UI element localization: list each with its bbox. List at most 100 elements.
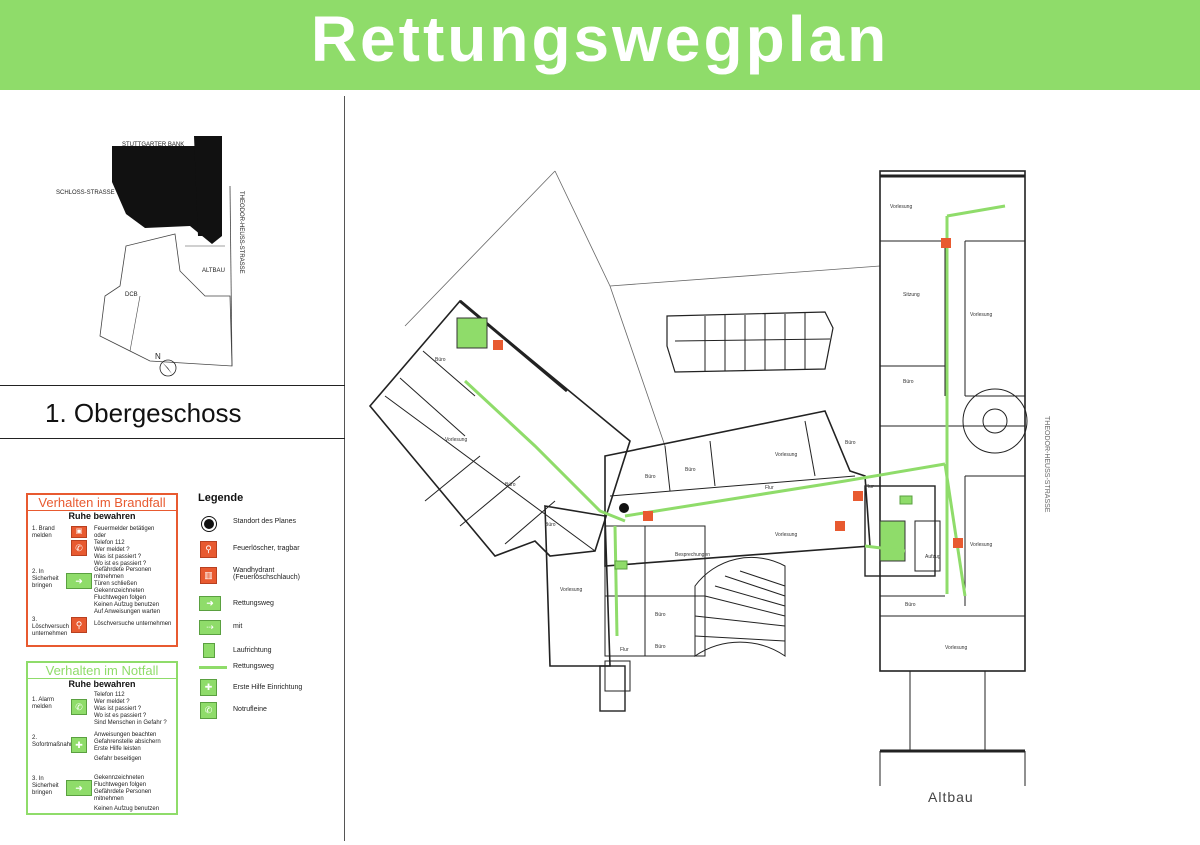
fire-extinguisher-icon bbox=[643, 511, 653, 521]
spiral-stair bbox=[694, 556, 786, 657]
emergency-panel-subtitle: Ruhe bewahren bbox=[68, 679, 136, 689]
legend-label-6: Laufrichtung bbox=[233, 647, 272, 654]
legend-label-7: Rettungsweg bbox=[233, 663, 274, 670]
site-map: STUTTGARTER BANK SCHLOSS-STRASSE THEODOR… bbox=[56, 136, 244, 377]
fire-panel-title: Verhalten im Brandfall bbox=[28, 495, 176, 511]
fire-extinguisher-icon bbox=[493, 340, 503, 350]
phone-icon: ✆ bbox=[71, 540, 87, 556]
svg-text:Aufzug: Aufzug bbox=[925, 554, 941, 560]
skylight bbox=[666, 311, 834, 373]
svg-text:Büro: Büro bbox=[655, 612, 666, 618]
floor-label: 1. Obergeschoss bbox=[45, 398, 242, 428]
fire-extinguisher-icon: ⚲ bbox=[200, 541, 217, 558]
exit-sign-icon: ➜ bbox=[66, 780, 92, 796]
you-are-here-icon bbox=[619, 503, 629, 513]
legend-label-8: Erste Hilfe Einrichtung bbox=[233, 684, 303, 691]
svg-text:Vorlesung: Vorlesung bbox=[775, 452, 797, 458]
escape-route-line-icon bbox=[199, 666, 227, 669]
legend-label-1: Standort des Planes bbox=[233, 518, 297, 525]
svg-text:Sitzung: Sitzung bbox=[903, 292, 920, 298]
exit-sign-icon bbox=[614, 560, 628, 570]
page-title: Rettungswegplan bbox=[310, 3, 890, 75]
column-divider bbox=[344, 96, 345, 841]
svg-text:Vorlesung: Vorlesung bbox=[970, 312, 992, 318]
emergency-step-3-label: 3. In Sicherheit bringen bbox=[32, 776, 59, 796]
svg-text:Büro: Büro bbox=[505, 482, 516, 488]
fire-step-2-label: 2. In Sicherheit bringen bbox=[32, 569, 59, 589]
emergency-step-1-label: 1. Alarm melden bbox=[32, 697, 55, 710]
svg-text:Vorlesung: Vorlesung bbox=[560, 587, 582, 593]
svg-text:Vorlesung: Vorlesung bbox=[445, 437, 467, 443]
fire-behavior-panel: Verhalten im Brandfall Ruhe bewahren 1. … bbox=[26, 493, 178, 647]
fire-extinguisher-icon bbox=[835, 521, 845, 531]
svg-text:Flur: Flur bbox=[620, 647, 629, 653]
label-dcb: DCB bbox=[125, 292, 138, 298]
svg-text:Büro: Büro bbox=[903, 379, 914, 385]
fire-step-3-label: 3. Löschversuch unternehmen bbox=[32, 617, 70, 637]
escape-route-sign-icon: ➜ bbox=[199, 596, 221, 611]
fire-panel-subtitle: Ruhe bewahren bbox=[68, 511, 136, 521]
emergency-behavior-panel: Verhalten im Notfall Ruhe bewahren 1. Al… bbox=[26, 661, 178, 815]
emergency-phone-icon: ✆ bbox=[200, 702, 217, 719]
escape-route-arrow-icon: ⇢ bbox=[199, 620, 221, 635]
southwest-block bbox=[544, 505, 611, 667]
legend-title: Legende bbox=[198, 492, 244, 504]
altbau-bridge bbox=[909, 670, 986, 752]
compass-icon bbox=[159, 359, 177, 377]
exit-sign-icon bbox=[899, 495, 913, 505]
legend-label-4: Rettungsweg bbox=[233, 600, 274, 607]
you-are-here-icon bbox=[202, 517, 216, 531]
wall-hydrant-icon: ▥ bbox=[200, 567, 217, 584]
extinguisher-icon: ⚲ bbox=[71, 617, 87, 633]
svg-text:Büro: Büro bbox=[685, 467, 696, 473]
west-wing bbox=[368, 299, 631, 557]
svg-text:Büro: Büro bbox=[545, 522, 556, 528]
fire-extinguisher-icon bbox=[953, 538, 963, 548]
divider-bottom bbox=[0, 438, 345, 439]
escape-route-lines bbox=[463, 204, 1006, 637]
svg-text:Büro: Büro bbox=[845, 440, 856, 446]
legend-list: Standort des Planes ⚲ Feuerlöscher, trag… bbox=[197, 512, 337, 722]
fire-alarm-icon: ▣ bbox=[71, 526, 87, 538]
legend-label-3: Wandhydrant (Feuerlöschschlauch) bbox=[233, 567, 300, 581]
east-spiral-stair bbox=[962, 388, 1028, 454]
svg-text:Flur: Flur bbox=[765, 485, 774, 491]
exit-sign-icon: ➜ bbox=[66, 573, 92, 589]
svg-text:Besprechungen: Besprechungen bbox=[675, 552, 710, 558]
legend-label-9: Notrufleine bbox=[233, 706, 267, 713]
label-stuttgarter-bank: STUTTGARTER BANK bbox=[122, 142, 184, 148]
markers bbox=[493, 238, 963, 570]
svg-text:Flur: Flur bbox=[865, 484, 874, 490]
svg-text:Büro: Büro bbox=[905, 602, 916, 608]
title-bar bbox=[0, 0, 1200, 90]
street-label: THEODOR-HEUSS-STRASSE bbox=[1043, 416, 1050, 513]
floor-plan: Büro Büro Büro Vorlesung Vorlesung Büro … bbox=[368, 170, 1050, 786]
emergency-phone-icon: ✆ bbox=[71, 699, 87, 715]
compass-north: N bbox=[155, 352, 161, 361]
emergency-panel-title: Verhalten im Notfall bbox=[28, 663, 176, 679]
first-aid-icon: ✚ bbox=[71, 737, 87, 753]
svg-text:Vorlesung: Vorlesung bbox=[890, 204, 912, 210]
svg-text:Vorlesung: Vorlesung bbox=[945, 645, 967, 651]
direction-icon bbox=[203, 643, 215, 658]
wall-hydrant-icon bbox=[853, 491, 863, 501]
lower-rooms bbox=[604, 525, 706, 657]
neighbor-blocks bbox=[99, 233, 233, 367]
divider-top bbox=[0, 385, 345, 386]
fire-step-3-text: Löschversuche unternehmen bbox=[94, 621, 172, 627]
first-aid-icon: ✚ bbox=[200, 679, 217, 696]
svg-text:Büro: Büro bbox=[435, 357, 446, 363]
fire-step-1-label: 1. Brand melden bbox=[32, 526, 55, 539]
label-theodor-heuss: THEODOR-HEUSS-STRASSE bbox=[238, 191, 244, 274]
label-schloss-strasse: SCHLOSS-STRASSE bbox=[56, 190, 115, 196]
label-altbau: ALTBAU bbox=[202, 268, 225, 274]
altbau-label: Altbau bbox=[928, 789, 974, 805]
svg-text:Büro: Büro bbox=[655, 644, 666, 650]
svg-text:Vorlesung: Vorlesung bbox=[775, 532, 797, 538]
svg-text:Vorlesung: Vorlesung bbox=[970, 542, 992, 548]
